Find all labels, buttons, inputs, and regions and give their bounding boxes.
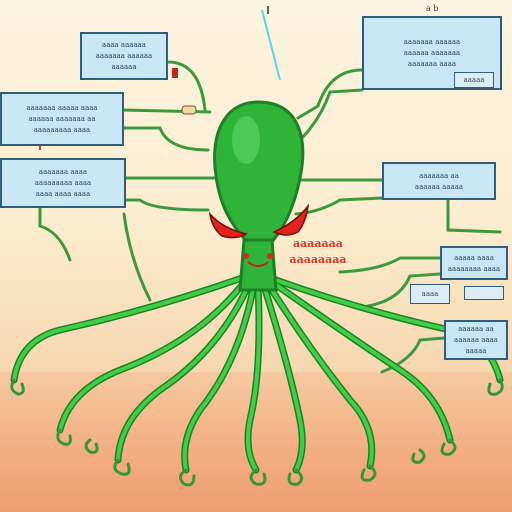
label-line: aaaaaa aaaa [454, 336, 498, 344]
corner-mark: a b [426, 4, 439, 13]
center-caption-line: aaaaaaa [293, 237, 343, 250]
tag-top-right: aaaaa [454, 72, 494, 88]
label-line: aaaaa [465, 347, 487, 355]
connector-nubs [172, 6, 281, 115]
label-box-top-right: aaaaaaa aaaaaa aaaaaa aaaaaaa aaaaaaa aa… [362, 16, 502, 90]
label-line: aaaaaa aaaaa [414, 182, 464, 191]
label-line: aaaaaaa aaaa [38, 168, 88, 176]
label-line: aaaa aaaa aaaa [35, 190, 91, 198]
tag-right-lower: aaaa [410, 284, 450, 304]
wire-left-down [122, 212, 152, 302]
mouth-markings [243, 253, 273, 267]
label-line: aaaaaaa aaaaaa [95, 52, 153, 60]
label-line: aaaaa aaaa [454, 253, 494, 262]
label-line: aaaa aaaaaa [102, 41, 146, 49]
connector-wires [38, 60, 502, 374]
label-line: aaaaaa [111, 63, 137, 71]
label-box-right-lower-b: aaaaaa aa aaaaaa aaaa aaaaa [444, 320, 508, 360]
wire-mid-left-b [124, 198, 210, 212]
head-highlight [232, 116, 260, 164]
label-line: aaaaaaa aa [419, 171, 459, 180]
wire-right-lower [338, 256, 442, 274]
label-box-top-left: aaaa aaaaaa aaaaaaa aaaaaa aaaaaa [80, 32, 168, 80]
right-eye-icon [272, 203, 310, 236]
wire-right-lower-b [366, 272, 442, 308]
wire-mid-right-b [294, 196, 384, 216]
wire-top-left [166, 60, 207, 112]
label-line: aaaaaaaaa aaaa [34, 179, 92, 187]
creature-eyes [208, 203, 310, 239]
left-eye-icon [208, 211, 248, 239]
label-line: aaaaaaaa aaaa [447, 264, 501, 273]
label-line: aaaaaa aa [458, 325, 494, 333]
label-box-right-lower-a: aaaaa aaaa aaaaaaaa aaaa [440, 246, 508, 280]
label-line: aaaaaaa aaaaaa [403, 38, 461, 46]
label-box-mid-left: aaaaaaa aaaa aaaaaaaaa aaaa aaaa aaaa aa… [0, 158, 126, 208]
label-line: aaaaaa aaaaaaa [403, 49, 461, 57]
center-caption: aaaaaaa aaaaaaaa [282, 236, 354, 268]
label-line: aaaaaaa aaaa [407, 60, 457, 68]
center-caption-line: aaaaaaaa [289, 253, 347, 266]
wire-top-right [296, 68, 364, 120]
wire-upper-left-b [122, 126, 210, 152]
root-curls [10, 378, 504, 487]
wire-far-right [446, 198, 502, 234]
wire-top-right-b [298, 88, 364, 142]
label-line: aaaaaaaaa aaaa [33, 126, 91, 134]
tag-right-lower-b [464, 286, 504, 300]
label-line: aaaaaaa aaaaa aaaa [26, 104, 98, 112]
wire-left-vertical [38, 198, 72, 262]
label-box-mid-right: aaaaaaa aa aaaaaa aaaaa [382, 162, 496, 200]
wire-right-lower-c [380, 336, 446, 374]
wire-upper-left-a [122, 108, 212, 114]
label-line: aaaaaa aaaaaaa aa [28, 115, 96, 123]
label-box-upper-left: aaaaaaa aaaaa aaaa aaaaaa aaaaaaa aa aaa… [0, 92, 124, 146]
